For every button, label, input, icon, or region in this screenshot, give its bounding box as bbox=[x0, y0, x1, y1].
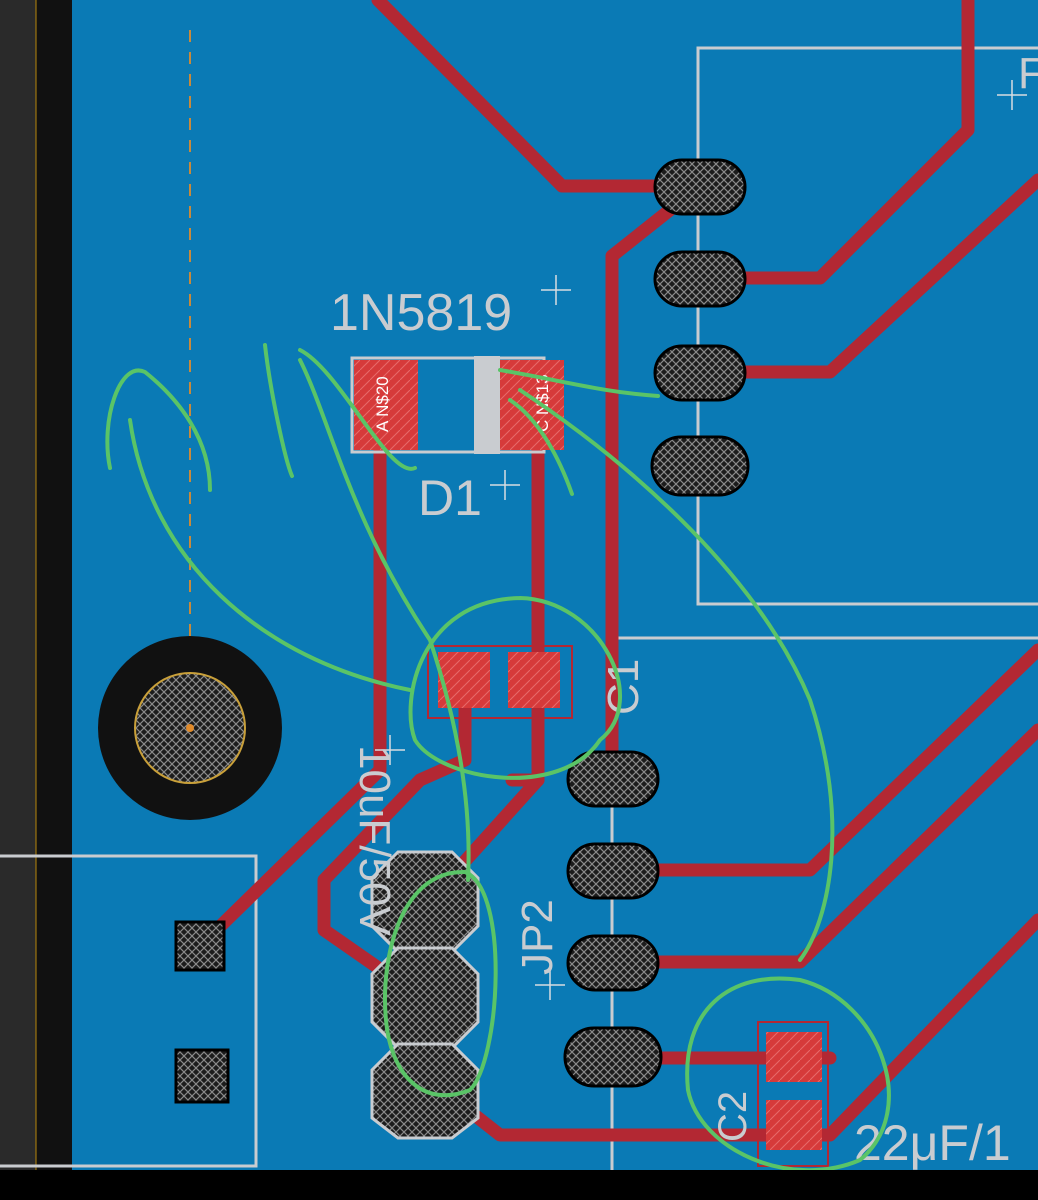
jp2-name-label: JP2 bbox=[513, 899, 562, 975]
header-pins-bottom bbox=[563, 750, 663, 1088]
diode-d1 bbox=[350, 356, 564, 454]
c2-name-label: C2 bbox=[711, 1091, 755, 1142]
bottom-edge bbox=[0, 1170, 1038, 1200]
c2-value-label: 22μF/1 bbox=[854, 1115, 1011, 1171]
mounting-hole bbox=[98, 636, 282, 820]
origin-markers bbox=[375, 80, 1027, 1000]
c1-value-label: 10uF/50V bbox=[350, 745, 399, 936]
top-right-part-label: F bbox=[1018, 49, 1038, 98]
square-pad-1 bbox=[174, 920, 226, 972]
left-panel-edge bbox=[0, 0, 36, 1200]
c1-name-label: C1 bbox=[599, 659, 648, 715]
capacitor-c2 bbox=[757, 1021, 829, 1167]
diode-pad-a-label: A N$20 bbox=[373, 376, 392, 432]
header-pins-top bbox=[650, 158, 750, 497]
square-pad-2 bbox=[174, 1048, 230, 1104]
diode-value-label: 1N5819 bbox=[330, 284, 512, 342]
annotation-scribbles bbox=[105, 343, 891, 1173]
copper-pour bbox=[72, 0, 1038, 1170]
diode-name-label: D1 bbox=[418, 470, 482, 526]
